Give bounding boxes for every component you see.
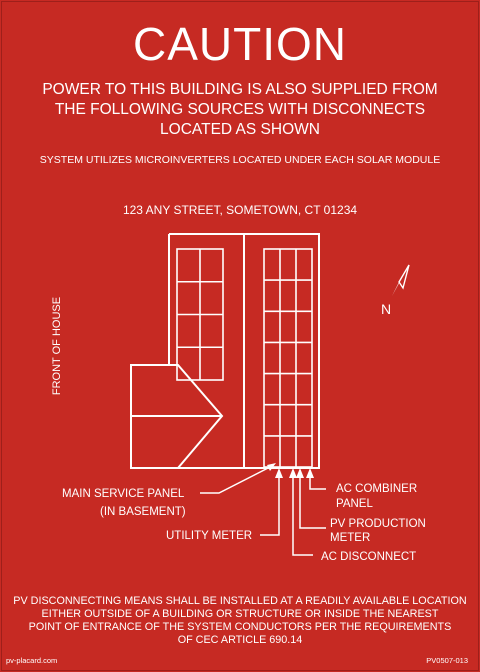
ac-combiner-sublabel: PANEL <box>336 498 373 510</box>
footer-line-4: OF CEC ARTICLE 690.14 <box>177 634 303 646</box>
subtitle-line-1: POWER TO THIS BUILDING IS ALSO SUPPLIED … <box>42 81 438 98</box>
pv-production-meter-label: PV PRODUCTION <box>330 518 426 530</box>
utility-meter-label: UTILITY METER <box>166 530 252 542</box>
main-service-panel-sublabel: (IN BASEMENT) <box>100 506 186 518</box>
main-service-panel-label: MAIN SERVICE PANEL <box>62 488 185 500</box>
solar-panel-array <box>176 248 313 468</box>
ac-disconnect-label: AC DISCONNECT <box>321 551 416 563</box>
leader-arrowheads <box>267 463 314 478</box>
house-outline <box>130 233 320 469</box>
leader-lines <box>200 465 326 556</box>
part-number: PV0507-013 <box>426 656 468 665</box>
front-of-house-label: FRONT OF HOUSE <box>51 297 63 395</box>
footer-line-1: PV DISCONNECTING MEANS SHALL BE INSTALLE… <box>13 595 467 607</box>
north-arrow-icon <box>392 264 410 296</box>
site-address: 123 ANY STREET, SOMETOWN, CT 01234 <box>122 203 358 217</box>
pv-production-meter-sublabel: METER <box>330 532 370 544</box>
website-text: pv-placard.com <box>6 656 58 665</box>
footer-line-3: POINT OF ENTRANCE OF THE SYSTEM CONDUCTO… <box>28 621 452 633</box>
north-label: N <box>381 301 391 317</box>
ac-combiner-label: AC COMBINER <box>336 483 417 495</box>
subtitle-line-3: LOCATED AS SHOWN <box>160 121 320 138</box>
subtitle-line-2: THE FOLLOWING SOURCES WITH DISCONNECTS <box>54 101 426 118</box>
footer-line-2: EITHER OUTSIDE OF A BUILDING OR STRUCTUR… <box>41 608 439 620</box>
caution-title: CAUTION <box>133 18 347 70</box>
system-note: SYSTEM UTILIZES MICROINVERTERS LOCATED U… <box>39 154 441 166</box>
